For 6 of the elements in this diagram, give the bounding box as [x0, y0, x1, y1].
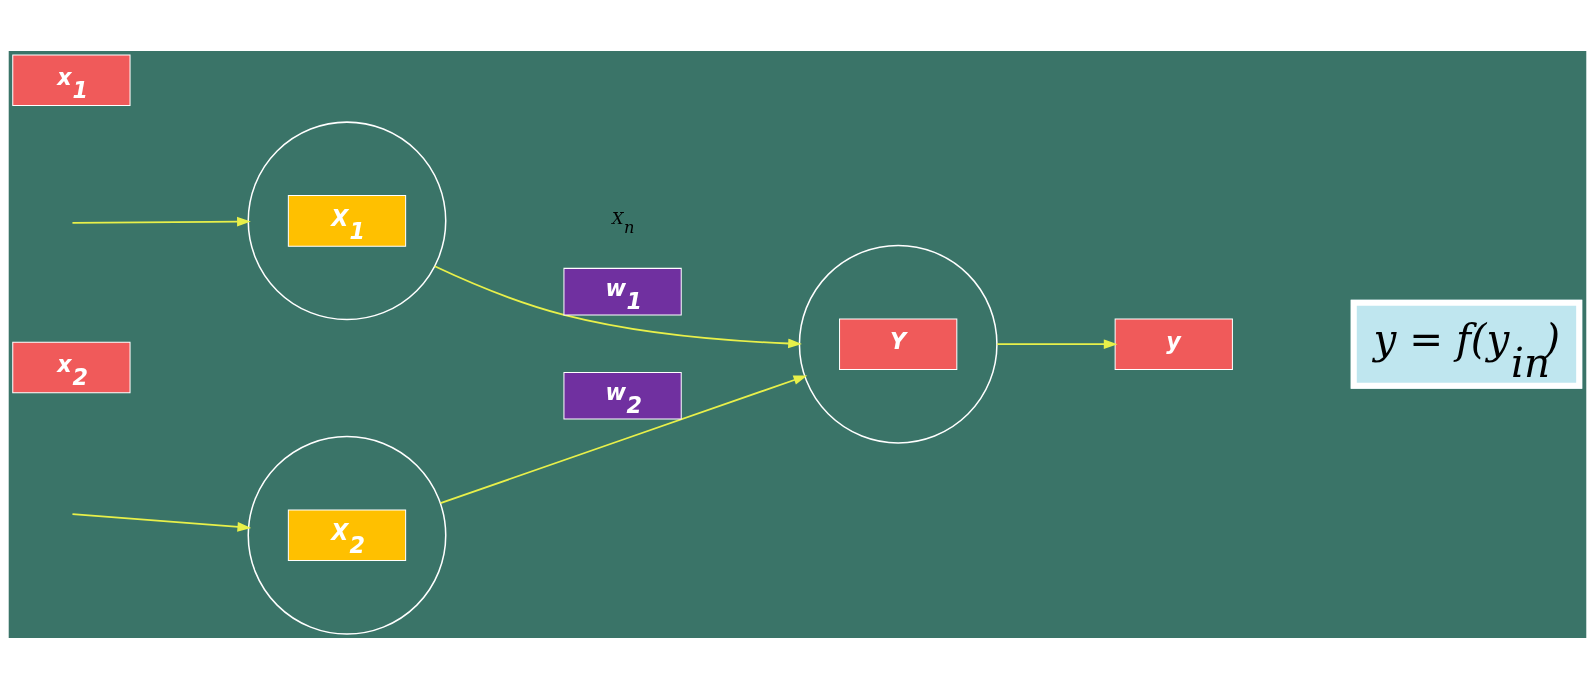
arrow — [71, 513, 252, 532]
node-circle: Y — [798, 244, 998, 444]
arrow — [439, 375, 808, 504]
arrow — [433, 265, 802, 349]
arrow — [71, 216, 251, 227]
arrow — [996, 339, 1118, 350]
